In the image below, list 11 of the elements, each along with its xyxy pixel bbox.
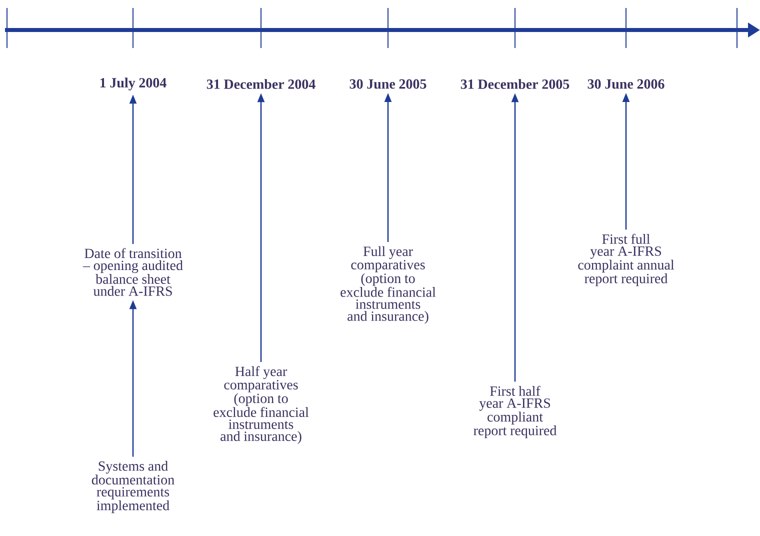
milestone-text: Half year comparatives (option to exclude financial instruments and insurance)	[214, 366, 309, 444]
date-label: 31 December 2005	[460, 79, 570, 89]
date-label: 1 July 2004	[100, 78, 166, 90]
milestone-text: Systems and documentation requirements implemented	[92, 460, 174, 514]
milestone-text: Full year comparatives (option to exclude financial instruments and insurance)	[340, 246, 436, 324]
milestone-text: First half year A-IFRS compliant report required	[474, 386, 557, 438]
milestone-text: Date of transition – opening audited balance sheet under A-IFRS	[82, 248, 183, 296]
milestone-text: First full year A-IFRS complaint annual report required	[578, 234, 674, 286]
date-label: 30 June 2006	[588, 79, 664, 89]
date-label: 31 December 2004	[206, 79, 316, 89]
date-label: 30 June 2005	[350, 79, 426, 89]
